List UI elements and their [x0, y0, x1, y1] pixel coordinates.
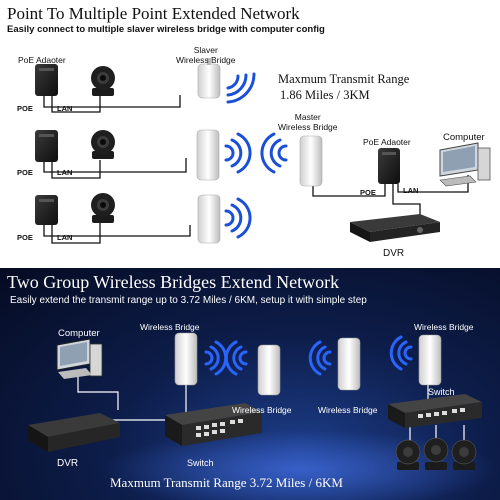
bottom-title: Two Group Wireless Bridges Extend Networ…	[7, 272, 340, 292]
row2-poe-adapter	[35, 130, 58, 162]
bottom-subtitle: Easily extend the transmit range up to 3…	[10, 295, 367, 306]
row1-slaver-bridge	[197, 58, 221, 99]
bottom-bridge-label-1: Wireless Bridge	[140, 322, 200, 332]
bottom-bridge-label-4: Wireless Bridge	[414, 322, 474, 332]
row2-slaver-bridge	[196, 129, 220, 181]
bottom-bridge-1	[174, 332, 198, 386]
top-dvr-icon	[350, 214, 440, 242]
bottom-dvr-label: DVR	[57, 458, 79, 469]
bottom-bridge-2	[257, 344, 281, 396]
row3-lan-port-label: LAN	[57, 233, 73, 242]
top-wifi-signal-icons	[224, 72, 288, 239]
master-bridge-label: Master Wireless Bridge	[278, 112, 338, 132]
row2-lan-port-label: LAN	[57, 168, 73, 177]
bottom-range-text: Maxmum Transmit Range 3.72 Miles / 6KM	[110, 475, 343, 490]
master-poe-port-label: POE	[360, 188, 376, 197]
top-title: Point To Multiple Point Extended Network	[7, 4, 300, 23]
master-bridge	[299, 135, 323, 187]
row2-camera-icon	[91, 130, 115, 159]
bottom-switch-label-left: Switch	[187, 458, 214, 468]
master-lan-port-label: LAN	[403, 186, 419, 195]
bottom-bridge-label-2: Wireless Bridge	[232, 405, 292, 415]
bottom-bridge-label-3: Wireless Bridge	[318, 405, 378, 415]
top-computer-icon	[439, 142, 491, 187]
row3-slaver-bridge	[197, 194, 221, 244]
bottom-computer-label: Computer	[58, 328, 100, 339]
top-poe-adapter-label: PoE Adaoter	[18, 55, 66, 65]
row1-poe-adapter	[35, 64, 58, 96]
row3-poe-port-label: POE	[17, 233, 33, 242]
top-range-line1: Maxmum Transmit Range	[278, 72, 410, 86]
top-poe-adapter-right-label: PoE Adaoter	[363, 137, 411, 147]
bottom-switch-left-icon	[165, 403, 262, 446]
bottom-bridge-4	[418, 334, 442, 386]
bottom-computer-icon	[56, 338, 103, 379]
row3-poe-adapter	[35, 195, 58, 225]
right-poe-adapter	[378, 148, 400, 184]
row1-camera-icon	[91, 66, 115, 96]
bottom-bridge-3	[337, 337, 361, 391]
top-dvr-label: DVR	[383, 248, 405, 259]
bottom-switch-right-icon	[388, 394, 482, 428]
top-cables	[43, 95, 469, 244]
top-subtitle: Easily connect to multiple slaver wirele…	[7, 24, 325, 35]
bottom-wifi-signal-icons	[204, 335, 413, 376]
bottom-dvr-icon	[28, 413, 120, 452]
slaver-bridge-label: Slaver Wireless Bridge	[176, 45, 236, 65]
bottom-camera-icons	[395, 437, 477, 470]
bottom-switch-label-right: Switch	[428, 387, 455, 397]
row1-poe-port-label: POE	[17, 104, 33, 113]
top-range-line2: 1.86 Miles / 3KM	[280, 88, 370, 102]
top-computer-label: Computer	[443, 132, 485, 143]
row2-poe-port-label: POE	[17, 168, 33, 177]
row3-camera-icon	[91, 193, 115, 223]
row1-lan-port-label: LAN	[57, 104, 73, 113]
